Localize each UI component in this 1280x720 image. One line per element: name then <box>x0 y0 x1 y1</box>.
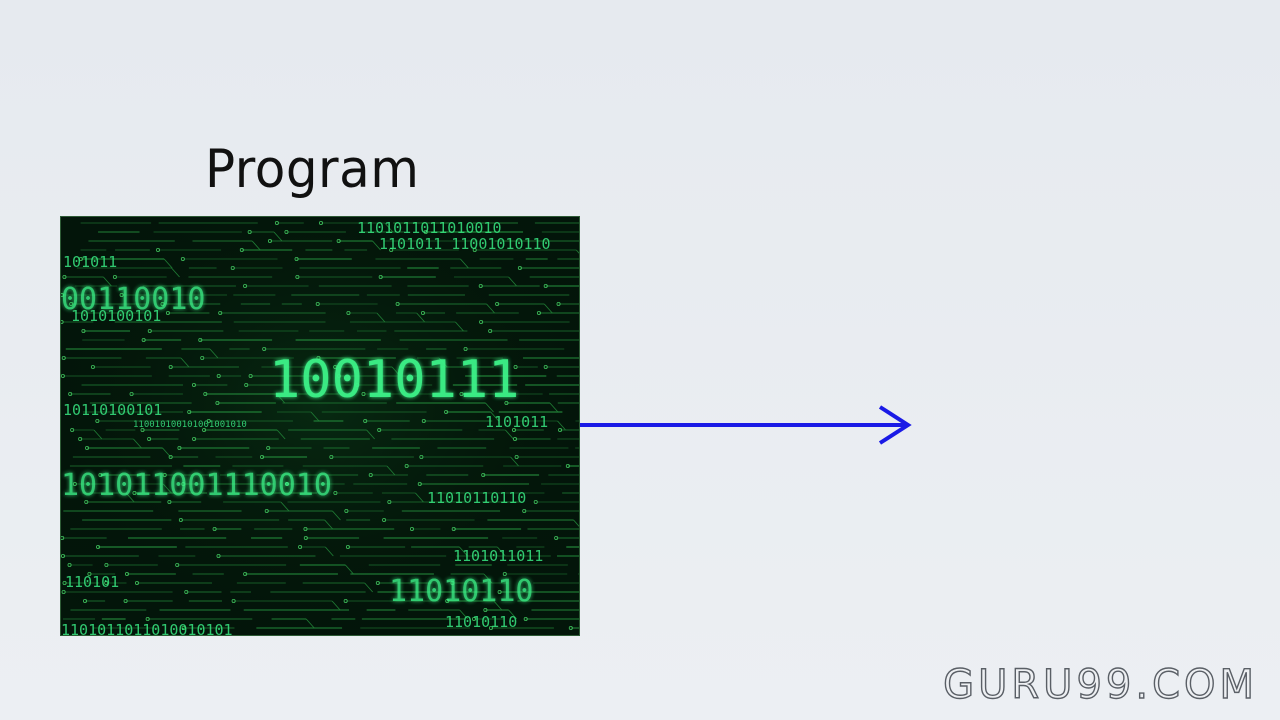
binary-text: 11010110 <box>389 574 534 609</box>
binary-text: 10110100101 <box>63 401 162 419</box>
binary-text: 1101011011 <box>453 547 543 565</box>
binary-text: 1101011 <box>485 413 548 431</box>
binary-text: 101011 <box>63 253 117 271</box>
binary-text: 1101011011010010 <box>357 219 502 237</box>
program-title: Program <box>205 138 420 200</box>
binary-text: 11010110 <box>445 613 517 631</box>
binary-text: 10010111 <box>269 350 519 410</box>
binary-text: 1101011 11001010110 <box>379 235 551 253</box>
binary-text: 1101011011010010101 <box>61 621 233 635</box>
binary-text: 11010110110 <box>427 489 526 507</box>
binary-text: 00110010 <box>61 282 206 317</box>
binary-text: 101011001110010 <box>61 468 332 503</box>
binary-text: 1010100101 <box>71 307 161 325</box>
right-arrow-icon <box>580 405 912 445</box>
watermark-logo: GURU99.COM <box>942 661 1258 708</box>
binary-text: 110101 <box>65 573 119 591</box>
binary-text: 110010100101001001010 <box>133 420 247 430</box>
